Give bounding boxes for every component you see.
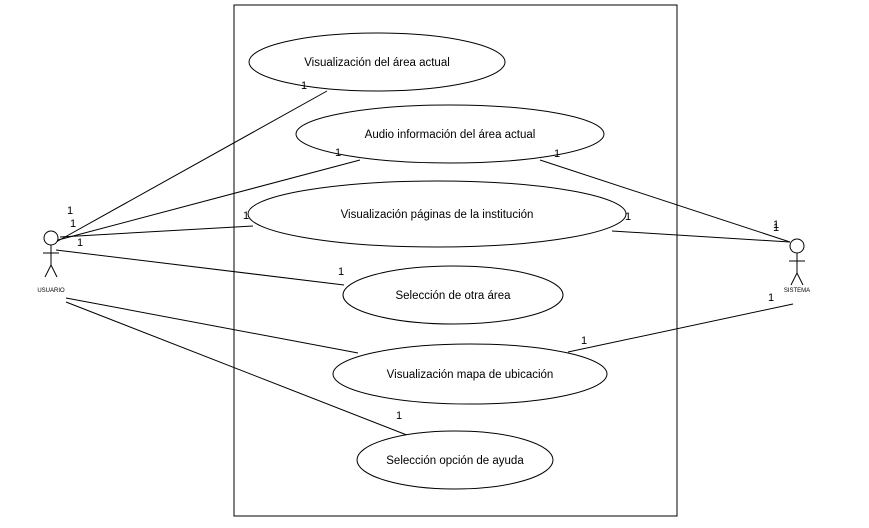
association-line-usuario-uc6 <box>65 301 413 438</box>
multiplicity-label: 1 <box>396 410 402 422</box>
multiplicity-label: 1 <box>625 211 631 223</box>
multiplicity-label: 1 <box>301 80 307 92</box>
actor-head <box>43 230 59 246</box>
actor-right-leg <box>50 264 58 278</box>
multiplicity-label: 1 <box>773 219 779 231</box>
association-line-sistema-uc5 <box>567 303 794 353</box>
use-case-ellipse <box>248 32 506 92</box>
actor-usuario: USUARIO <box>37 230 65 294</box>
multiplicity-label: 1 <box>581 335 587 347</box>
multiplicity-label: 1 <box>338 266 344 278</box>
actor-name: USUARIO <box>37 288 65 294</box>
association-line-sistema-uc3 <box>611 230 791 243</box>
use-case-ellipse <box>356 430 554 490</box>
actor-right-leg <box>796 272 804 286</box>
actor-left-leg <box>790 272 798 286</box>
association-line-usuario-uc1 <box>55 90 328 243</box>
multiplicity-label: 1 <box>67 205 73 217</box>
use-case-uc3: Visualización páginas de la institución <box>247 180 627 248</box>
use-case-ellipse <box>247 180 627 248</box>
multiplicity-label: 1 <box>768 292 774 304</box>
multiplicity-label: 1 <box>77 237 83 249</box>
multiplicity-label: 1 <box>70 218 76 230</box>
use-case-label: Selección opción de ayuda <box>386 455 524 467</box>
actor-head <box>789 238 805 254</box>
use-case-label: Visualización del área actual <box>304 57 450 69</box>
use-case-label: Visualización páginas de la institución <box>341 209 534 221</box>
use-case-label: Audio información del área actual <box>365 129 536 141</box>
use-case-uc1: Visualización del área actual <box>248 32 506 92</box>
use-case-label: Visualización mapa de ubicación <box>387 369 554 381</box>
actor-sistema: SISTEMA <box>784 238 810 294</box>
use-case-uc5: Visualización mapa de ubicación <box>332 343 608 405</box>
association-line-usuario-uc5 <box>65 297 359 354</box>
multiplicity-label: 1 <box>243 210 249 222</box>
association-line-usuario-uc4 <box>55 249 345 286</box>
multiplicity-label: 1 <box>554 148 560 160</box>
system-boundary <box>233 4 678 517</box>
association-line-usuario-uc2 <box>57 159 361 241</box>
use-case-uc6: Selección opción de ayuda <box>356 430 554 490</box>
use-case-uc4: Selección de otra área <box>342 265 564 325</box>
use-case-ellipse <box>342 265 564 325</box>
multiplicity-label: 1 <box>773 222 779 234</box>
association-line-sistema-uc2 <box>539 159 791 243</box>
use-case-label: Selección de otra área <box>395 290 511 302</box>
multiplicity-label: 1 <box>335 147 341 159</box>
association-line-usuario-uc3 <box>59 225 254 238</box>
use-case-ellipse <box>295 104 605 164</box>
actor-name: SISTEMA <box>784 288 810 294</box>
use-case-ellipse <box>332 343 608 405</box>
use-case-uc2: Audio información del área actual <box>295 104 605 164</box>
actor-left-leg <box>44 264 52 278</box>
